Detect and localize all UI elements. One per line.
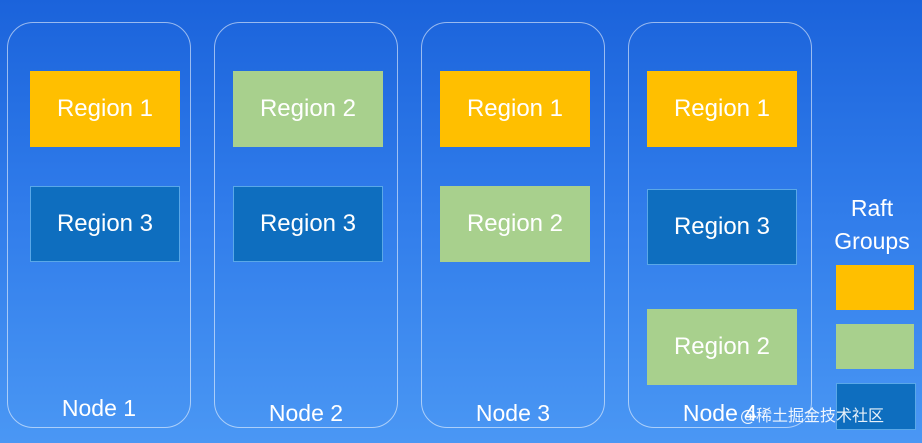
watermark-text: @稀土掘金技术社区	[740, 406, 885, 425]
region-3-block: Region 3	[233, 186, 383, 262]
region-2-block: Region 2	[647, 309, 797, 385]
region-1-block: Region 1	[647, 71, 797, 147]
node-2: Region 2 Region 3 Node 2	[214, 22, 398, 428]
region-3-block: Region 3	[647, 189, 797, 265]
region-2-block: Region 2	[233, 71, 383, 147]
legend-title: Raft Groups	[834, 195, 910, 254]
legend-swatch-region-3	[836, 383, 916, 430]
node-label: Node 4	[682, 400, 758, 426]
node-3: Region 1 Region 2 Node 3	[421, 22, 605, 428]
region-3-block: Region 3	[30, 186, 180, 262]
legend-swatch-region-1	[836, 265, 914, 310]
node-label: Node 3	[475, 400, 551, 426]
region-1-block: Region 1	[440, 71, 590, 147]
region-2-block: Region 2	[440, 186, 590, 262]
region-1-block: Region 1	[30, 71, 180, 147]
node-1: Region 1 Region 3 Node 1	[7, 22, 191, 428]
node-label: Node 1	[61, 395, 137, 421]
node-label: Node 2	[268, 400, 344, 426]
legend-swatch-region-2	[836, 324, 914, 369]
node-4: Region 1 Region 3 Region 2 Node 4	[628, 22, 812, 428]
